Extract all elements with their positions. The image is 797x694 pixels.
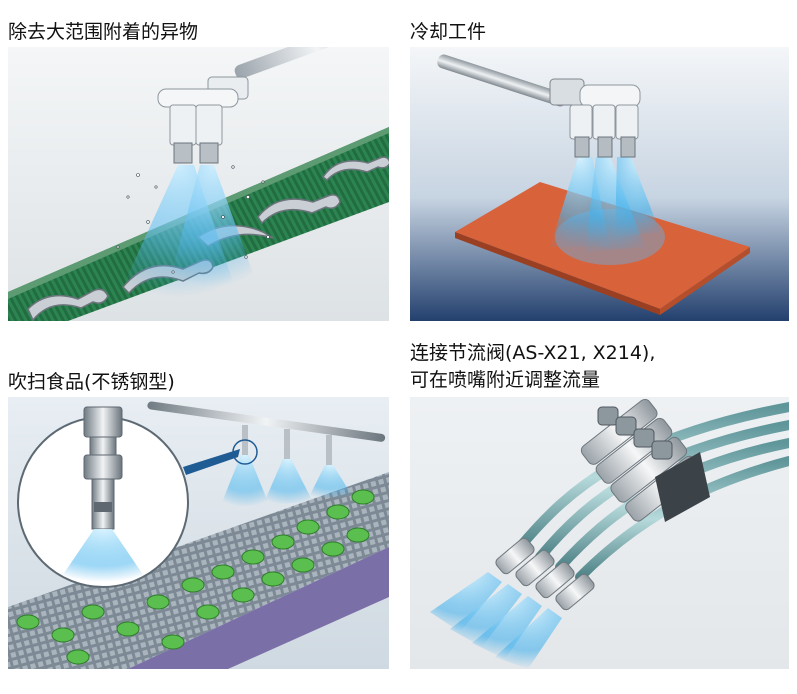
air-blow-2	[450, 584, 522, 647]
overhead-pipe	[147, 401, 386, 442]
air-blow-right	[168, 165, 258, 287]
caption-speed-controller-line2: 可在喷嘴附近调整流量	[410, 369, 601, 391]
mesh-conveyor	[8, 472, 389, 669]
air-pipe	[234, 47, 389, 79]
caption-speed-controller-line1: 连接节流阀(AS-X21, X214),	[410, 342, 656, 364]
callout-target-ring	[232, 439, 258, 465]
air-blow-b	[263, 459, 313, 505]
food-cups	[16, 489, 375, 665]
illustration-debris-removal	[8, 47, 389, 321]
illustration-cool-workpiece	[410, 47, 789, 321]
air-blow-1	[430, 572, 502, 632]
air-blow-a	[220, 455, 270, 507]
air-blow-c	[308, 465, 353, 499]
air-pipe	[437, 54, 567, 107]
illustration-food-blowing	[8, 397, 389, 669]
illustration-speed-controller	[410, 397, 789, 669]
speed-controllers	[580, 399, 710, 522]
air-blow-4	[495, 608, 562, 669]
caption-remove-debris: 除去大范围附着的异物	[8, 21, 199, 43]
caption-blow-food: 吹扫食品(不锈钢型)	[8, 371, 175, 393]
nozzle-manifold	[549, 78, 641, 158]
mounting-bracket	[655, 452, 710, 522]
callout-pointer	[183, 449, 240, 475]
stainless-nozzle-zoom	[17, 406, 189, 588]
nozzles	[495, 537, 595, 611]
caption-cool-workpiece: 冷却工件	[410, 21, 487, 43]
nozzle-assembly	[157, 76, 249, 164]
air-blow-3	[615, 157, 660, 237]
air-blow-3	[472, 596, 542, 659]
